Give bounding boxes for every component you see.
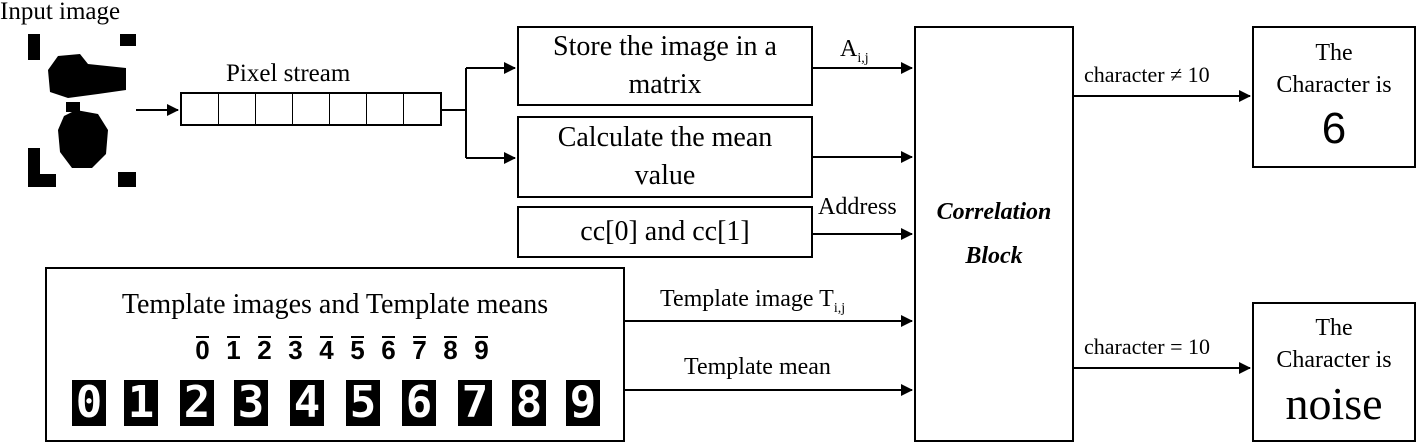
- input-digit-graphic: [28, 34, 136, 187]
- pixel-stream-label: Pixel stream: [226, 60, 351, 87]
- result-top-line1: The: [1315, 40, 1353, 66]
- a-ij-sub: i,j: [857, 50, 869, 66]
- result-bottom-line1: The: [1315, 315, 1353, 341]
- template-mean-5: 5: [342, 335, 373, 366]
- template-mean-0: 0: [187, 335, 218, 366]
- template-mean-8: 8: [435, 335, 466, 366]
- cc-box-text: cc[0] and cc[1]: [580, 216, 750, 247]
- cc-box: cc[0] and cc[1]: [517, 206, 813, 258]
- address-label: Address: [818, 194, 897, 220]
- template-image-9: 9: [566, 380, 600, 426]
- template-mean-7: 7: [404, 335, 435, 366]
- template-mean-3: 3: [280, 335, 311, 366]
- pixel-cell: [293, 94, 330, 124]
- template-mean-arrow-label: Template mean: [684, 354, 831, 380]
- store-matrix-box: Store the image in a matrix: [517, 26, 813, 106]
- mean-box-line1: Calculate the mean: [557, 122, 773, 153]
- char-eq-label: character = 10: [1084, 334, 1210, 359]
- pixel-cell: [330, 94, 367, 124]
- template-image-0: 0: [72, 380, 106, 426]
- input-digit-image: [28, 34, 136, 187]
- result-top-value: 6: [1321, 104, 1347, 153]
- template-image-2: 2: [180, 380, 214, 426]
- pixel-stream: [180, 92, 442, 126]
- template-image-3: 3: [234, 380, 268, 426]
- template-image-arrow-label: Template image Ti,j: [660, 286, 845, 317]
- input-image-label: Input image: [0, 0, 121, 25]
- pixel-cell: [219, 94, 256, 124]
- mean-value-box: Calculate the mean value: [517, 116, 813, 198]
- mean-box-line2: value: [634, 160, 696, 191]
- result-top-line2: Character is: [1276, 72, 1392, 98]
- template-image-1: 1: [124, 380, 158, 426]
- template-mean-4: 4: [311, 335, 342, 366]
- template-mean-6: 6: [373, 335, 404, 366]
- char-ne-label: character ≠ 10: [1084, 62, 1210, 87]
- template-mean-2: 2: [249, 335, 280, 366]
- template-image-arrow-main: Template image T: [660, 286, 834, 312]
- template-image-8: 8: [512, 380, 546, 426]
- a-ij-main: A: [840, 36, 858, 62]
- correlation-line2: Block: [965, 243, 1023, 269]
- template-image-arrow-sub: i,j: [833, 300, 846, 316]
- result-bottom-box: The Character is noise: [1252, 302, 1416, 442]
- template-image-7: 7: [458, 380, 492, 426]
- pixel-cell: [367, 94, 404, 124]
- template-image-4: 4: [290, 380, 324, 426]
- correlation-line1: Correlation: [936, 199, 1052, 225]
- pixel-cell: [182, 94, 219, 124]
- result-bottom-value: noise: [1285, 378, 1383, 429]
- template-mean-1: 1: [218, 335, 249, 366]
- template-image-5: 5: [346, 380, 380, 426]
- store-box-line2: matrix: [628, 69, 702, 100]
- template-image-6: 6: [402, 380, 436, 426]
- result-top-box: The Character is 6: [1252, 26, 1416, 168]
- template-mean-9: 9: [466, 335, 497, 366]
- a-ij-label: Ai,j: [840, 36, 869, 67]
- result-bottom-line2: Character is: [1276, 347, 1392, 373]
- correlation-block: Correlation Block: [914, 26, 1074, 442]
- pixel-cell: [256, 94, 293, 124]
- template-title: Template images and Template means: [121, 289, 549, 320]
- store-box-line1: Store the image in a: [553, 31, 777, 62]
